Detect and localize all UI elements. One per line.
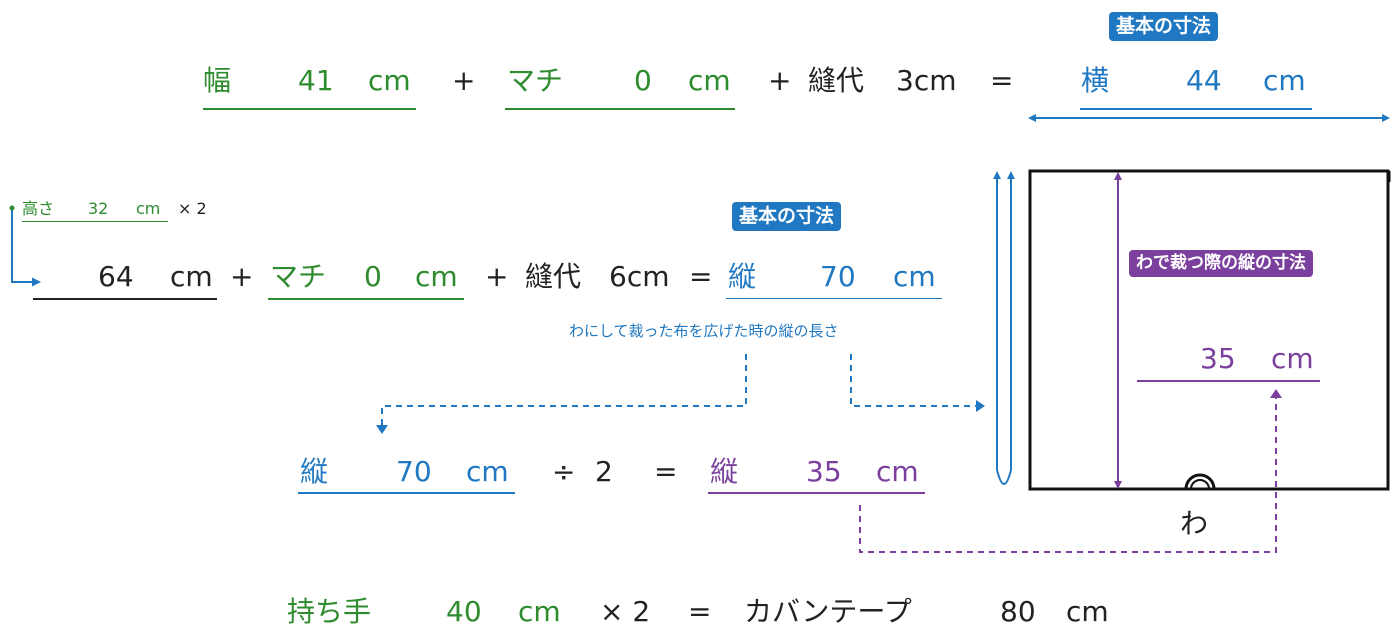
- gusset-label: マチ: [270, 260, 327, 293]
- half-length-underline: [708, 492, 925, 494]
- width-unit: cm: [368, 64, 411, 97]
- result-label: 縦: [728, 260, 757, 293]
- equals-sign: =: [654, 455, 678, 488]
- equals-sign: =: [688, 595, 712, 628]
- doubled-height-unit: cm: [170, 260, 213, 293]
- result-label: 横: [1081, 64, 1110, 97]
- tape-label: カバンテープ: [744, 595, 912, 628]
- fold-cut-length-badge: わで裁つ際の縦の寸法: [1129, 250, 1313, 277]
- dashed-arrow-head-down: [376, 425, 388, 434]
- basic-dimension-badge: 基本の寸法: [732, 202, 842, 231]
- plus-sign: +: [768, 64, 792, 97]
- seam-label: 縫代: [525, 260, 582, 293]
- result-value: 44: [1186, 64, 1222, 97]
- length-unit: cm: [466, 455, 509, 488]
- gusset-unit: cm: [415, 260, 458, 293]
- doubled-height-underline: [33, 298, 217, 300]
- result-underline: [726, 298, 942, 299]
- seam-value: 6cm: [609, 260, 670, 293]
- fold-label: わ: [1180, 507, 1209, 540]
- gusset-value: 0: [364, 260, 382, 293]
- handle-label: 持ち手: [287, 595, 372, 628]
- plus-sign: +: [230, 260, 254, 293]
- length-underline: [298, 492, 515, 494]
- handle-multiplier: × 2: [600, 595, 651, 628]
- result-unit: cm: [893, 260, 936, 293]
- length-value: 70: [396, 455, 432, 488]
- divisor: 2: [595, 455, 613, 488]
- gusset-label: マチ: [507, 64, 564, 97]
- dashed-arrow-to-diagram: [850, 354, 976, 407]
- basic-dimension-badge: 基本の寸法: [1109, 12, 1219, 41]
- half-length-label: 縦: [710, 455, 739, 488]
- fabric-rectangle: [1028, 169, 1390, 491]
- dashed-arrow-to-row3: [381, 354, 747, 425]
- doubled-height-value: 64: [98, 260, 134, 293]
- plus-sign: +: [452, 64, 476, 97]
- result-value: 70: [820, 260, 856, 293]
- tape-value: 80: [1000, 595, 1036, 628]
- fold-length-value: 35: [1200, 342, 1236, 375]
- seam-label: 縫代: [808, 64, 865, 97]
- unfolded-length-arrow: [996, 178, 1012, 485]
- tape-unit: cm: [1066, 595, 1109, 628]
- dashed-purple-arrow-head-up: [1270, 389, 1282, 398]
- fold-length-underline: [1137, 380, 1320, 382]
- fold-mark-icon: [1184, 473, 1216, 490]
- height-to-doubled-arrow: [11, 208, 41, 287]
- dashed-purple-connector: [859, 396, 1277, 553]
- fold-mark-inner-icon: [1190, 479, 1210, 490]
- gusset-underline: [505, 108, 735, 110]
- width-underline: [203, 108, 416, 110]
- handle-unit: cm: [518, 595, 561, 628]
- height-label: 高さ: [22, 199, 55, 218]
- handle-value: 40: [446, 595, 482, 628]
- width-value: 41: [298, 64, 334, 97]
- height-value: 32: [88, 199, 109, 218]
- height-underline: [22, 221, 168, 222]
- equals-sign: =: [990, 64, 1014, 97]
- length-label: 縦: [300, 455, 329, 488]
- half-length-unit: cm: [876, 455, 919, 488]
- fold-length-unit: cm: [1271, 342, 1314, 375]
- plus-sign: +: [485, 260, 509, 293]
- gusset-value: 0: [634, 64, 652, 97]
- height-bullet: [9, 205, 15, 211]
- result-underline: [1080, 108, 1312, 110]
- width-label: 幅: [203, 64, 232, 97]
- half-length-value: 35: [806, 455, 842, 488]
- unfolded-length-note: わにして裁った布を広げた時の縦の長さ: [569, 322, 839, 340]
- result-unit: cm: [1263, 64, 1306, 97]
- divide-sign: ÷: [552, 455, 576, 488]
- seam-value: 3cm: [896, 64, 957, 97]
- gusset-unit: cm: [688, 64, 731, 97]
- height-unit: cm: [136, 199, 161, 218]
- height-multiplier: × 2: [178, 199, 207, 218]
- equals-sign: =: [689, 260, 713, 293]
- dashed-arrow-head-right: [976, 400, 985, 412]
- gusset-underline: [268, 298, 464, 300]
